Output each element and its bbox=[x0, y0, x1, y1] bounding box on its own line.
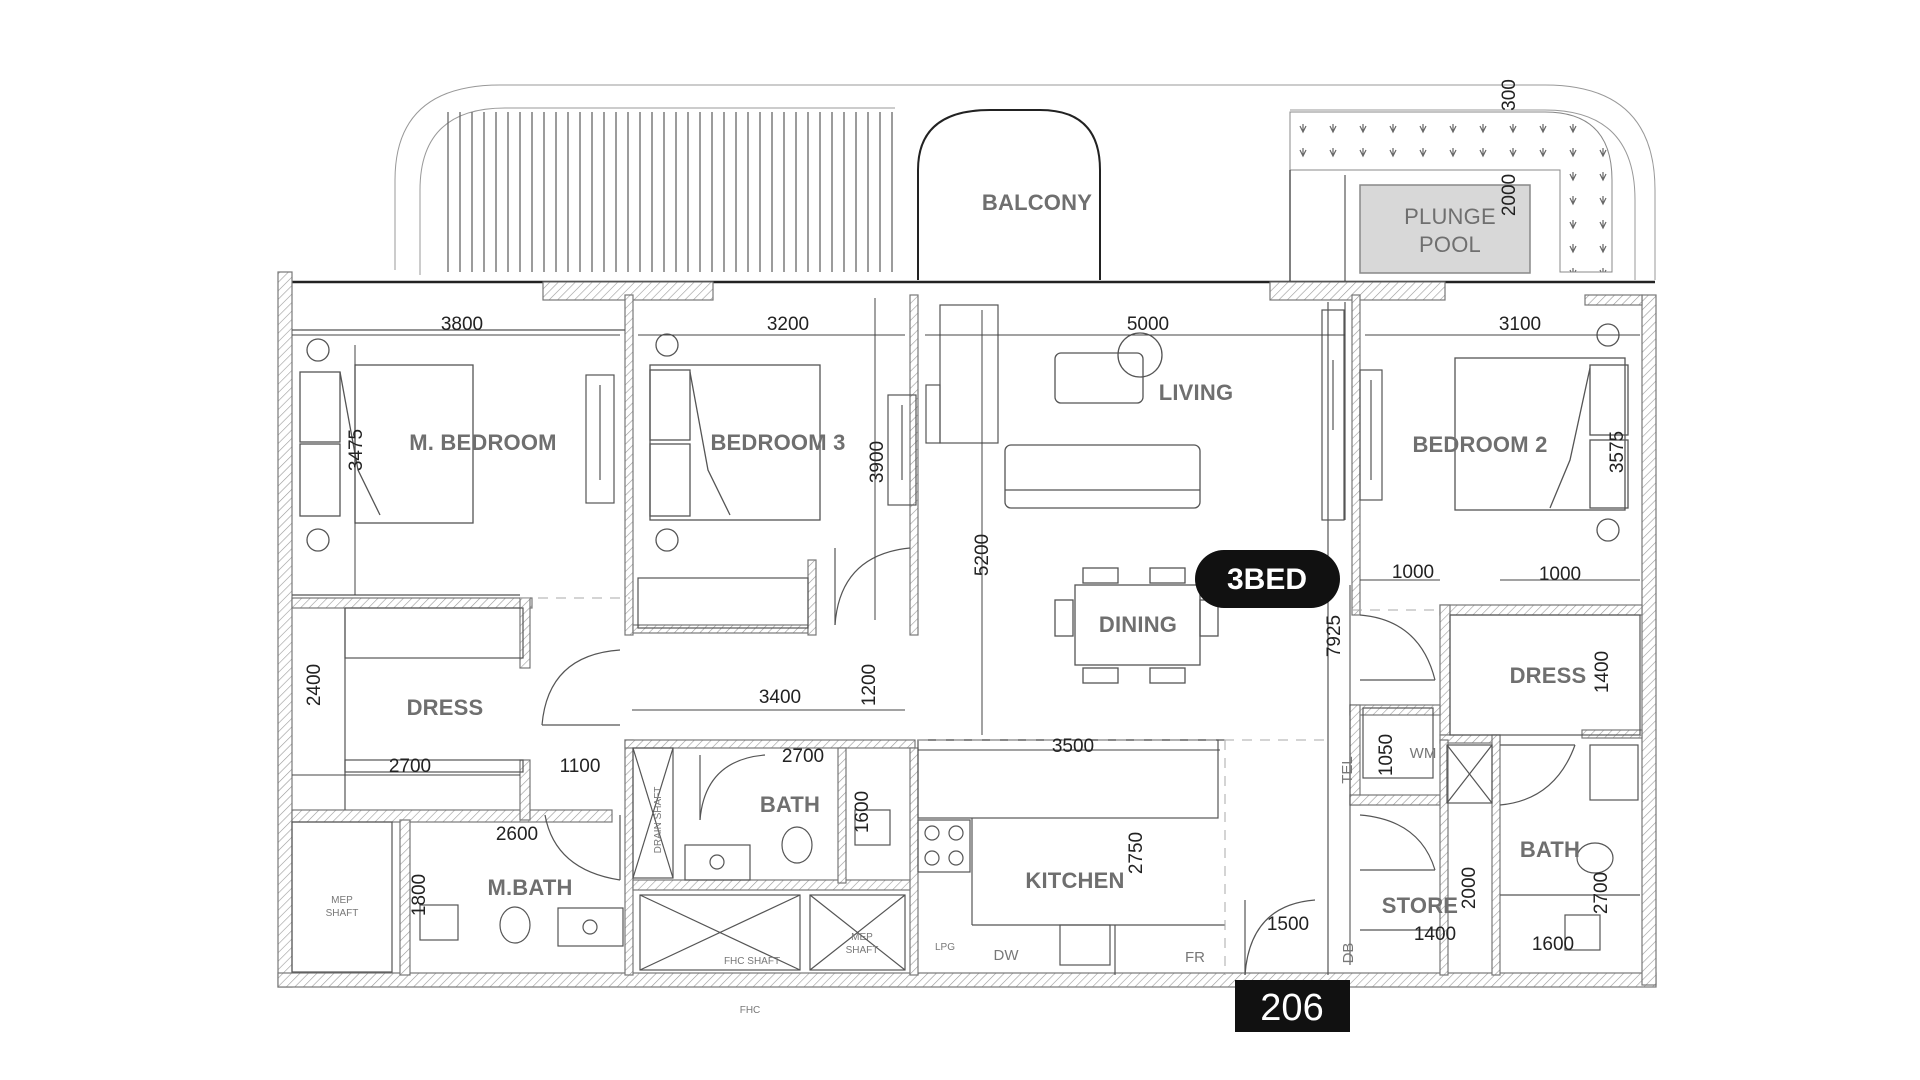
door-swings bbox=[541, 547, 1576, 976]
dim-2700c: 2700 bbox=[1591, 872, 1612, 914]
dim-7925: 7925 bbox=[1324, 615, 1345, 657]
dim-1000a: 1000 bbox=[1392, 562, 1434, 583]
living-furniture bbox=[1004, 332, 1219, 684]
dim-3400: 3400 bbox=[759, 687, 801, 708]
dim-3200: 3200 bbox=[767, 314, 809, 335]
plunge-pool bbox=[1359, 184, 1531, 274]
bath-fixtures bbox=[419, 707, 1639, 951]
label-fhc: FHC bbox=[740, 1005, 761, 1016]
label-mep-shaft-l1: MEP bbox=[331, 895, 353, 906]
dim-2000-pool: 2000 bbox=[1499, 174, 1520, 216]
label-dw: DW bbox=[994, 947, 1020, 964]
room-label-bath-right: BATH bbox=[1520, 837, 1580, 862]
terrace-outline bbox=[394, 84, 1656, 280]
dim-1100: 1100 bbox=[560, 756, 601, 777]
room-label-m-bath: M.BATH bbox=[487, 875, 572, 900]
dim-1600b: 1600 bbox=[1532, 934, 1574, 955]
label-db: DB bbox=[1340, 943, 1357, 964]
label-wm: WM bbox=[1410, 745, 1437, 762]
room-label-balcony: BALCONY bbox=[982, 190, 1092, 215]
terrace-slats bbox=[447, 112, 893, 272]
dim-2600: 2600 bbox=[496, 824, 538, 845]
label-fr: FR bbox=[1185, 949, 1205, 966]
terrace-outline-inner bbox=[419, 107, 895, 275]
shafts bbox=[291, 747, 906, 973]
dim-3475: 3475 bbox=[346, 429, 367, 471]
dim-5200: 5200 bbox=[972, 534, 993, 576]
room-label-living: LIVING bbox=[1159, 380, 1234, 405]
room-label-dining: DINING bbox=[1099, 612, 1177, 637]
dim-2750: 2750 bbox=[1126, 832, 1147, 874]
dim-1200: 1200 bbox=[859, 664, 880, 706]
dim-2700a: 2700 bbox=[389, 756, 431, 777]
dim-1600a: 1600 bbox=[852, 791, 873, 833]
dim-300: 300 bbox=[1499, 79, 1520, 111]
svg-text:206: 206 bbox=[1260, 987, 1323, 1029]
dim-3500: 3500 bbox=[1052, 736, 1094, 757]
dim-2400: 2400 bbox=[304, 664, 325, 706]
balcony-outline bbox=[917, 109, 1101, 280]
room-label-kitchen: KITCHEN bbox=[1025, 868, 1124, 893]
room-label-plunge-pool-line1: PLUNGE bbox=[1404, 204, 1496, 229]
dim-1000b: 1000 bbox=[1539, 564, 1581, 585]
room-label-bedroom3: BEDROOM 3 bbox=[710, 430, 845, 455]
room-label-dress-right: DRESS bbox=[1510, 663, 1587, 688]
dim-3575: 3575 bbox=[1607, 431, 1628, 473]
room-label-dress-left: DRESS bbox=[407, 695, 484, 720]
dim-3900: 3900 bbox=[867, 441, 888, 483]
label-fhc-shaft: FHC SHAFT bbox=[724, 956, 780, 967]
dim-1400b: 1400 bbox=[1414, 924, 1456, 945]
label-tel: TEL bbox=[1339, 756, 1356, 784]
dim-5000: 5000 bbox=[1127, 314, 1169, 335]
label-mep-shaft2-l2: SHAFT bbox=[846, 945, 879, 956]
dim-1400a: 1400 bbox=[1592, 651, 1613, 693]
dim-1800: 1800 bbox=[409, 874, 430, 916]
planter-area bbox=[1289, 111, 1613, 273]
terrace-outline-right bbox=[1290, 109, 1636, 280]
room-label-m-bedroom: M. BEDROOM bbox=[409, 430, 556, 455]
dim-1500: 1500 bbox=[1267, 914, 1309, 935]
svg-text:3BED: 3BED bbox=[1227, 563, 1307, 596]
interior-walls bbox=[291, 294, 1643, 976]
dim-2700b: 2700 bbox=[782, 746, 824, 767]
label-mep-shaft2-l1: MEP bbox=[851, 932, 873, 943]
beds bbox=[299, 323, 1629, 552]
room-label-store: STORE bbox=[1382, 893, 1458, 918]
dimension-lines bbox=[292, 298, 1640, 965]
dim-3100: 3100 bbox=[1499, 314, 1541, 335]
label-drain-shaft: DRAIN SHAFT bbox=[653, 787, 664, 854]
kitchen-fixtures bbox=[917, 819, 1116, 975]
dim-2000b: 2000 bbox=[1459, 867, 1480, 909]
label-mep-shaft-l2: SHAFT bbox=[326, 908, 359, 919]
room-label-plunge-pool-line2: POOL bbox=[1419, 232, 1481, 257]
unit-type-badge: 3BED bbox=[1195, 550, 1340, 608]
room-label-bath-center: BATH bbox=[760, 792, 820, 817]
label-lpg: LPG bbox=[935, 942, 955, 953]
unit-number-badge: 206 bbox=[1235, 980, 1350, 1032]
room-label-bedroom2: BEDROOM 2 bbox=[1412, 432, 1547, 457]
dim-3800: 3800 bbox=[441, 314, 483, 335]
dashed-lines bbox=[520, 597, 1440, 975]
dim-1050: 1050 bbox=[1376, 734, 1397, 776]
wardrobes bbox=[585, 304, 1383, 521]
